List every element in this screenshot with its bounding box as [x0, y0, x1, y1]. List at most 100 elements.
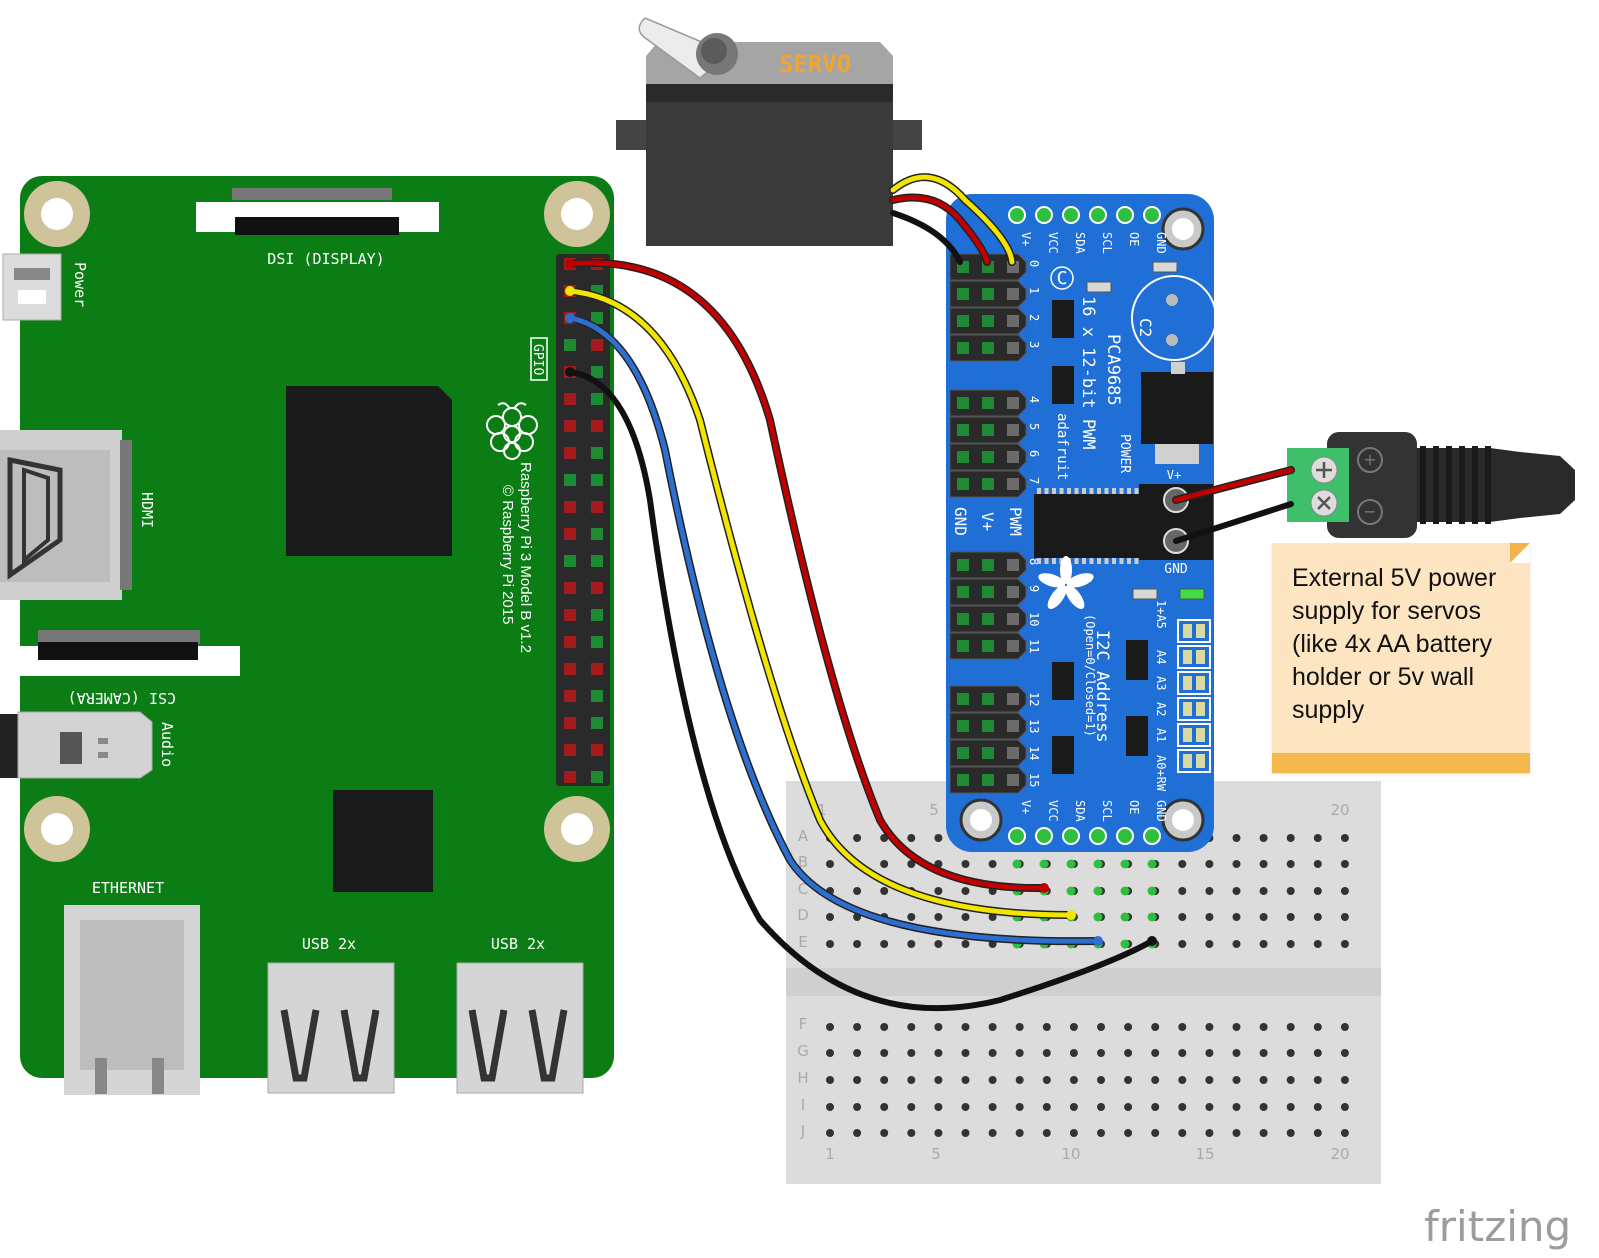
- breadboard-hole: [1069, 1103, 1078, 1111]
- gpio-pin: [591, 420, 603, 432]
- breadboard-hole: [1259, 913, 1268, 921]
- breadboard-hole: [853, 1103, 862, 1111]
- hdmi-connector: [0, 430, 132, 600]
- channel-label: 6: [1027, 450, 1041, 457]
- channel-label: 12: [1027, 692, 1041, 706]
- channel-label: 13: [1027, 719, 1041, 733]
- svg-text:−: −: [1363, 502, 1376, 521]
- bb-col-1-top: 1: [817, 801, 827, 819]
- servo-motor: SERVO: [616, 17, 922, 246]
- servo-header-pin: [982, 640, 994, 652]
- servo-header-pin: [1007, 640, 1019, 652]
- csi-label: CSI (CAMERA): [68, 689, 176, 707]
- adafruit-flower-icon: [1038, 556, 1094, 609]
- breadboard-hole: [1124, 1023, 1133, 1031]
- breadboard-hole-connected: [1120, 912, 1130, 922]
- breadboard-hole: [934, 1023, 943, 1031]
- breadboard-hole: [1232, 887, 1241, 895]
- breadboard-hole: [1205, 1076, 1214, 1084]
- address-pad: [1177, 749, 1211, 773]
- channel-label: 7: [1027, 477, 1041, 484]
- breadboard-hole: [961, 1103, 970, 1111]
- gpio-pin: [564, 609, 576, 621]
- csi-connector: [0, 630, 240, 676]
- breadboard-hole: [907, 1103, 916, 1111]
- servo-header-pin: [957, 774, 969, 786]
- breadboard-hole: [826, 860, 834, 868]
- breadboard-hole: [1097, 1129, 1105, 1137]
- breadboard-hole: [907, 860, 916, 868]
- channel-label: 0: [1027, 260, 1041, 267]
- servo-header-pin: [1007, 720, 1019, 732]
- bb-col-20-top: 20: [1330, 801, 1349, 819]
- pwm-bottom-pin-label: OE: [1127, 800, 1141, 814]
- gpio-pins: [564, 258, 603, 783]
- gpio-pin: [591, 312, 603, 324]
- servo-header-pin: [982, 397, 994, 409]
- breadboard-hole: [1232, 940, 1241, 948]
- small-chip-6: [1126, 716, 1148, 756]
- breadboard-hole: [1259, 887, 1268, 895]
- breadboard-hole: [1042, 1049, 1051, 1057]
- breadboard-hole: [826, 940, 834, 948]
- bb-col-10-bottom: 10: [1061, 1145, 1080, 1163]
- breadboard-hole: [934, 1103, 943, 1111]
- pwm-title: 16 x 12-bit PWM: [1078, 296, 1098, 450]
- bb-row-h: H: [797, 1069, 808, 1087]
- address-pad: [1177, 645, 1211, 669]
- breadboard-hole-connected: [1093, 859, 1103, 869]
- breadboard-hole: [1178, 913, 1187, 921]
- servo-header-pin: [1007, 747, 1019, 759]
- breadboard-hole: [880, 1103, 889, 1111]
- breadboard-hole: [988, 1076, 997, 1084]
- breadboard-hole: [1042, 1103, 1051, 1111]
- breadboard-hole: [1178, 1023, 1187, 1031]
- pwm-bottom-pin: [1143, 827, 1161, 845]
- servo-header-pin: [982, 774, 994, 786]
- channel-label: 2: [1027, 314, 1041, 321]
- servo-header-pin: [957, 478, 969, 490]
- pwm-bottom-pin-label: VCC: [1046, 800, 1060, 822]
- ethernet-port: [64, 905, 200, 1095]
- breadboard-hole: [1340, 834, 1349, 842]
- breadboard-hole-connected: [1039, 859, 1049, 869]
- breadboard-hole: [1232, 1129, 1241, 1137]
- breadboard-hole: [988, 1129, 997, 1137]
- breadboard-hole: [1151, 1103, 1160, 1111]
- breadboard-hole: [880, 1049, 889, 1057]
- channel-label: 4: [1027, 396, 1041, 403]
- servo-header-pin: [957, 586, 969, 598]
- servo-header-pin: [982, 315, 994, 327]
- servo-header-pin: [1007, 288, 1019, 300]
- channel-label: 14: [1027, 746, 1041, 760]
- hdmi-label: HDMI: [138, 492, 156, 528]
- breadboard-hole: [1286, 834, 1295, 842]
- breadboard-hole: [1069, 1023, 1078, 1031]
- breadboard-hole: [1015, 1049, 1024, 1057]
- breadboard-hole: [1286, 1103, 1295, 1111]
- breadboard-hole: [1340, 940, 1349, 948]
- breadboard-hole-connected: [1066, 886, 1076, 896]
- gpio-pin: [591, 474, 603, 486]
- pwm-bottom-pin-label: V+: [1019, 800, 1033, 814]
- breadboard-hole: [1124, 1103, 1133, 1111]
- small-chip-1: [1052, 300, 1074, 338]
- breadboard-hole: [1286, 887, 1295, 895]
- breadboard-hole: [1340, 1049, 1349, 1057]
- breadboard-hole-connected: [1093, 912, 1103, 922]
- servo-header-pin: [982, 693, 994, 705]
- pwm-brand: adafruit: [1054, 413, 1070, 480]
- pwm-top-pin-label: V+: [1019, 232, 1033, 246]
- breadboard-hole: [934, 940, 943, 948]
- breadboard-hole: [1205, 1023, 1214, 1031]
- gpio-pin: [591, 663, 603, 675]
- breadboard-hole: [1015, 1023, 1024, 1031]
- address-label: A0+RW: [1154, 755, 1168, 792]
- breadboard-hole: [1340, 1076, 1349, 1084]
- servo-header-pin: [982, 478, 994, 490]
- breadboard-hole: [880, 1076, 889, 1084]
- lan-chip: [333, 790, 433, 892]
